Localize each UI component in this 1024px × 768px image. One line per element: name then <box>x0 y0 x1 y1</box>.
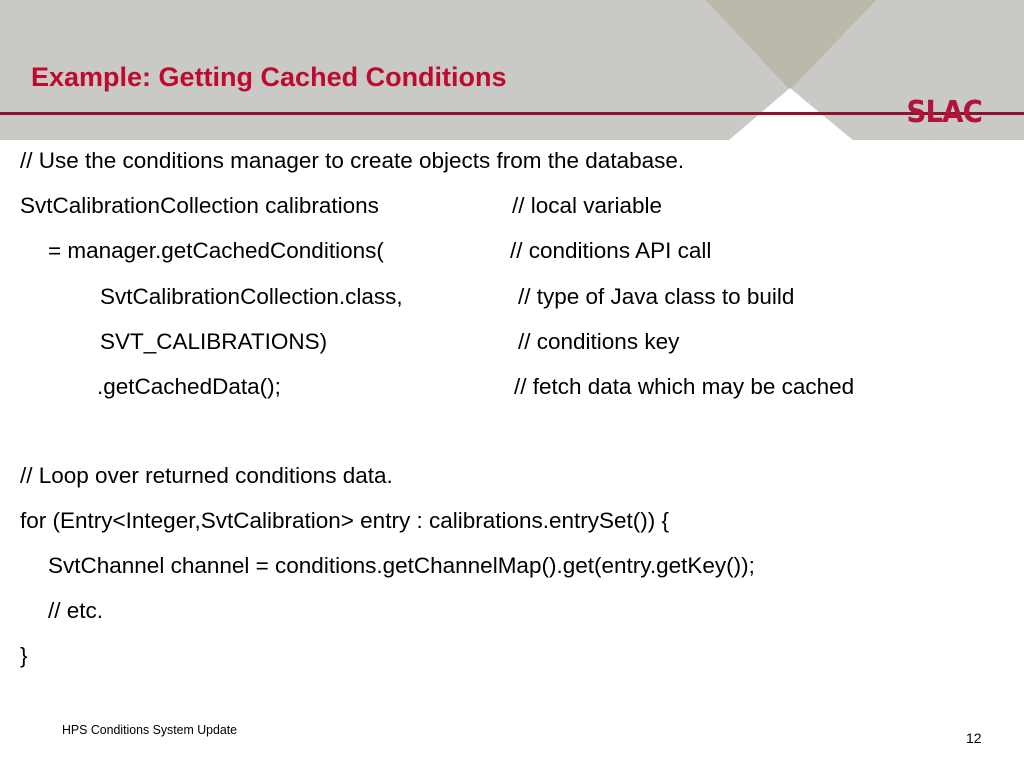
slac-logo: SLAC <box>906 95 983 130</box>
code-line: // Use the conditions manager to create … <box>20 148 685 173</box>
code-comment: // conditions key <box>518 329 680 354</box>
slide-header: Example: Getting Cached Conditions SLAC <box>0 0 1024 140</box>
code-comment: // type of Java class to build <box>518 284 795 309</box>
footer-note: HPS Conditions System Update <box>62 722 238 737</box>
code-line: SvtChannel channel = conditions.getChann… <box>48 553 755 578</box>
page-title: Example: Getting Cached Conditions <box>31 62 507 92</box>
header-divider <box>0 112 1024 115</box>
code-comment: // fetch data which may be cached <box>514 374 855 399</box>
code-line: SVT_CALIBRATIONS) <box>100 329 328 354</box>
code-comment: // conditions API call <box>510 238 712 263</box>
code-line: // Loop over returned conditions data. <box>20 463 393 488</box>
page-number: 12 <box>966 730 982 746</box>
code-line: .getCachedData(); <box>97 374 281 399</box>
code-line: SvtCalibrationCollection.class, <box>100 284 403 309</box>
code-line: } <box>20 643 28 668</box>
code-block: // Use the conditions manager to create … <box>0 140 1024 700</box>
code-line: = manager.getCachedConditions( <box>48 238 384 263</box>
code-line: SvtCalibrationCollection calibrations <box>20 193 379 218</box>
code-line: for (Entry<Integer,SvtCalibration> entry… <box>20 508 670 533</box>
code-line: // etc. <box>48 598 104 623</box>
hourglass-upper-triangle-icon <box>700 0 882 90</box>
code-comment: // local variable <box>512 193 663 218</box>
